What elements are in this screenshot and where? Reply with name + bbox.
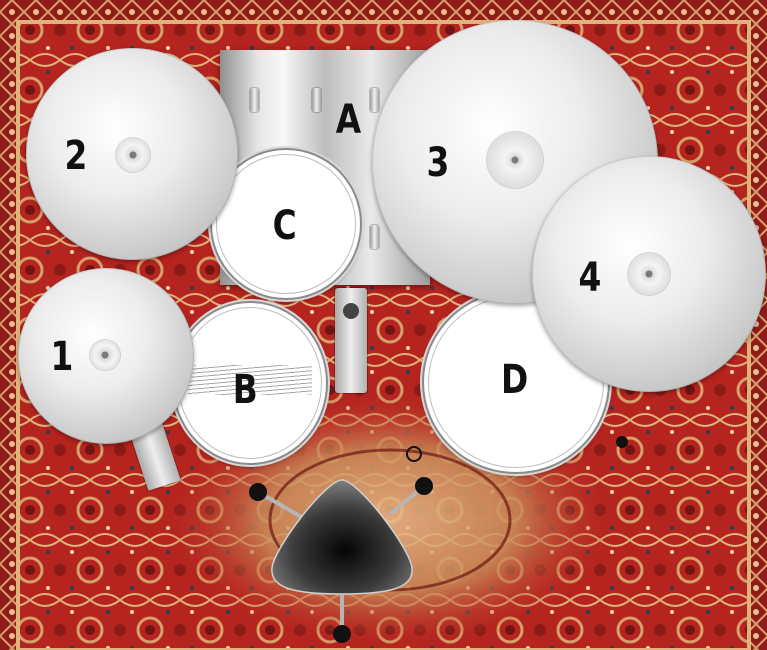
cymbal-1[interactable] [18,268,194,444]
cymbal-4-bell [628,253,670,295]
kick-pedal-beater [343,303,359,319]
cymbal-4[interactable] [532,156,766,392]
snare-wires [188,365,312,395]
kick-lug [370,88,379,112]
kick-lug [312,88,321,112]
cymbal-1-bell [90,340,120,370]
drum-throne[interactable] [240,470,460,650]
snare-drum[interactable] [174,303,326,463]
cymbal-2-bell [116,138,150,172]
stand-foot [406,446,422,462]
kick-lug [370,225,379,249]
cymbal-3-bell [487,132,543,188]
stand-foot [616,436,628,448]
kick-lug [250,88,259,112]
cymbal-2[interactable] [26,48,238,260]
